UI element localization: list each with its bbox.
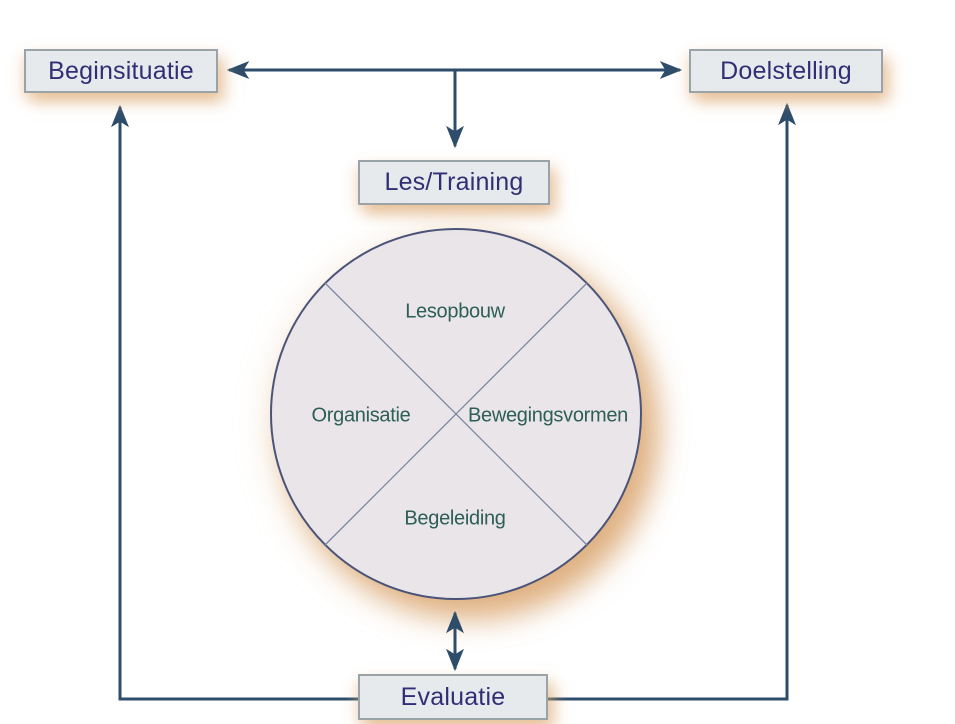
node-beginsituatie: Beginsituatie [24,49,218,93]
segment-label-organisatie: Organisatie [311,404,411,427]
segment-label-lesopbouw: Lesopbouw [405,300,505,323]
node-les-training: Les/Training [358,160,550,205]
node-doelstelling: Doelstelling [689,49,883,93]
segment-label-bewegingsvormen: Bewegingsvormen [467,404,629,427]
segment-label-begeleiding: Begeleiding [404,507,506,530]
node-evaluatie: Evaluatie [358,674,548,720]
